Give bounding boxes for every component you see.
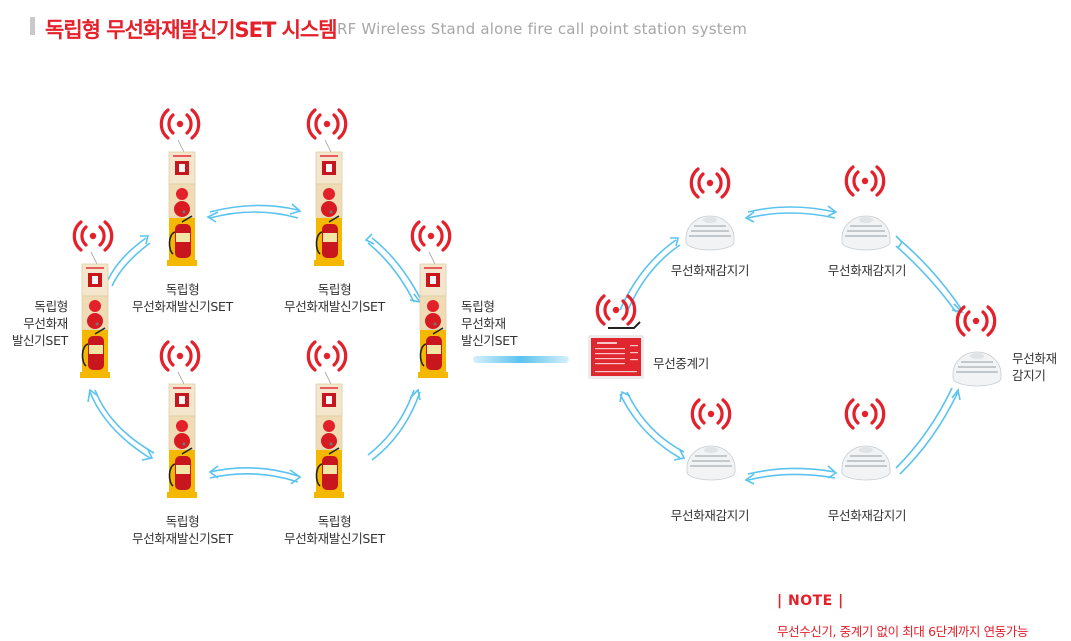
station-label-top-left: 독립형 무선화재발신기SET xyxy=(120,281,245,315)
station-label-line: 독립형 xyxy=(317,282,352,297)
station-label-bottom-right: 독립형 무선화재발신기SET xyxy=(272,513,397,547)
station-link-arrows xyxy=(87,203,422,485)
smoke-detector-icon xyxy=(841,445,891,481)
page-subtitle: RF Wireless Stand alone fire call point … xyxy=(337,20,748,38)
station-label-line: 무선화재발신기SET xyxy=(284,531,385,546)
fire-call-point-station-icon xyxy=(166,151,198,267)
fire-detectors xyxy=(685,215,1002,481)
detector-link-arrows xyxy=(619,205,965,485)
wireless-signal-icon xyxy=(690,398,732,430)
detector-label-right: 무선화재 감지기 xyxy=(1012,350,1057,384)
station-label-line: 독립형 xyxy=(34,299,68,314)
station-label-left: 독립형 무선화재 발신기SET xyxy=(10,298,68,349)
wireless-signal-icon xyxy=(306,108,348,140)
note-text: 무선수신기, 중계기 없이 최대 6단계까지 연동가능 xyxy=(777,624,1028,639)
page-title: 독립형 무선화재발신기SET 시스템 xyxy=(45,18,338,42)
station-label-line: 무선화재발신기SET xyxy=(284,299,385,314)
wireless-signal-icon xyxy=(595,294,637,326)
station-label-right: 독립형 무선화재 발신기SET xyxy=(461,298,517,349)
smoke-detector-icon xyxy=(841,215,891,251)
station-label-line: 독립형 xyxy=(461,299,495,314)
wireless-signal-icon xyxy=(689,167,731,199)
smoke-detector-icon xyxy=(952,351,1002,387)
station-label-line: 무선화재 xyxy=(23,316,68,331)
wireless-signal-icon xyxy=(159,340,201,372)
smoke-detector-icon xyxy=(685,215,735,251)
smoke-detector-icon xyxy=(686,445,736,481)
wireless-signal-icon xyxy=(159,108,201,140)
wireless-repeater-icon xyxy=(588,321,644,379)
wireless-signal-icon xyxy=(844,398,886,430)
detector-label-top-right: 무선화재감지기 xyxy=(827,263,907,278)
station-label-line: 무선화재 xyxy=(461,316,506,331)
station-label-line: 독립형 xyxy=(165,282,200,297)
note-title: | NOTE | xyxy=(777,593,844,609)
wireless-signal-icon xyxy=(72,220,114,252)
station-label-line: 독립형 xyxy=(165,514,200,529)
detector-label-top-left: 무선화재감지기 xyxy=(670,263,750,278)
fire-call-point-station-icon xyxy=(166,383,198,499)
fire-call-point-station-icon xyxy=(313,383,345,499)
system-link-bar xyxy=(473,356,569,363)
fire-call-point-station-icon xyxy=(79,263,111,379)
title-accent-bar xyxy=(30,17,35,35)
fire-call-point-station-icon xyxy=(417,263,449,379)
station-label-line: 무선화재발신기SET xyxy=(132,531,233,546)
fire-call-point-station-icon xyxy=(313,151,345,267)
detector-label-line: 무선화재 xyxy=(1012,351,1057,366)
fire-call-point-stations xyxy=(79,151,449,499)
detector-label-bottom-left: 무선화재감지기 xyxy=(670,508,750,523)
wireless-signal-icon xyxy=(844,165,886,197)
station-label-line: 발신기SET xyxy=(461,333,518,348)
repeater-label: 무선중계기 xyxy=(653,356,710,371)
station-label-bottom-left: 독립형 무선화재발신기SET xyxy=(120,513,245,547)
station-label-line: 독립형 xyxy=(317,514,352,529)
wireless-signal-icon xyxy=(955,305,997,337)
station-label-top-right: 독립형 무선화재발신기SET xyxy=(272,281,397,315)
station-label-line: 무선화재발신기SET xyxy=(132,299,233,314)
detector-label-line: 감지기 xyxy=(1012,368,1046,383)
wireless-signal-icon xyxy=(410,220,452,252)
detector-label-bottom-right: 무선화재감지기 xyxy=(827,508,907,523)
station-label-line: 발신기SET xyxy=(11,333,68,348)
wireless-signal-icon xyxy=(306,340,348,372)
